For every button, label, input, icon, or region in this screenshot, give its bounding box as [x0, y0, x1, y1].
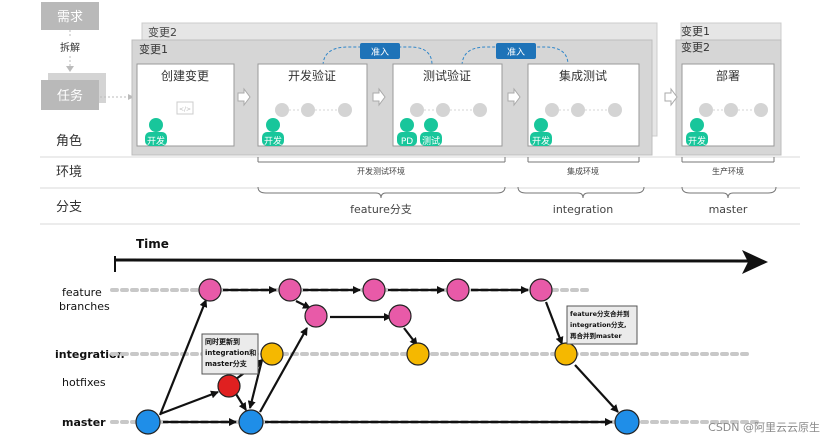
branch-master: master: [709, 203, 748, 216]
env-brackets: [257, 157, 775, 163]
time-arrow-icon: [742, 250, 768, 274]
commit-feature-2: [278, 278, 302, 302]
commit-feature-4: [446, 278, 470, 302]
commit-feature-5: [529, 278, 553, 302]
svg-text:feature分支合并到: feature分支合并到: [570, 309, 630, 318]
commit-master-2: [238, 409, 264, 435]
lane-label-feature: feature: [62, 286, 102, 299]
enter-tag-1: [360, 43, 400, 59]
stage-deploy-label: 部署: [716, 68, 740, 83]
stage-test-verify-label: 测试验证: [423, 68, 471, 83]
commit-feature-b2: [388, 304, 412, 328]
svg-text:再合并到master: 再合并到master: [570, 331, 623, 340]
stage-progress-dots: [275, 103, 768, 117]
enter-tag-2: [496, 43, 536, 59]
change1-label: 变更1: [139, 42, 168, 56]
commit-feature-b1: [304, 304, 328, 328]
stage-create-label: 创建变更: [161, 68, 209, 83]
lane-label-branches: branches: [59, 300, 110, 313]
svg-text:integration和: integration和: [205, 348, 256, 357]
watermark: CSDN @阿里云云原生: [708, 420, 820, 434]
time-label: Time: [136, 237, 169, 251]
time-axis: [114, 258, 751, 263]
svg-text:</>: </>: [179, 106, 191, 113]
row-label-role: 角色: [56, 133, 82, 149]
flow-arrows: [158, 286, 619, 426]
stage-integration-test-label: 集成测试: [559, 68, 607, 83]
lane-label-master: master: [62, 416, 106, 429]
commit-hotfix-1: [217, 374, 241, 398]
role-pd-figure: PD: [397, 118, 417, 147]
env-integration: 集成环境: [567, 166, 599, 176]
task-label: 任务: [57, 88, 83, 104]
commit-integration-3: [554, 342, 578, 366]
svg-text:开发: 开发: [532, 135, 550, 147]
env-dev-test: 开发测试环境: [357, 166, 405, 176]
svg-text:同时更新到: 同时更新到: [205, 337, 240, 346]
commit-master-3: [614, 409, 640, 435]
svg-text:integration分支,: integration分支,: [570, 320, 627, 329]
lane-label-integration: integration: [55, 348, 124, 361]
env-production: 生产环境: [712, 166, 744, 176]
role-dev-figure-1: 开发: [145, 118, 167, 147]
stage-arrows: [237, 87, 678, 107]
role-dev-figure-3: 开发: [530, 118, 552, 147]
commit-integration-1: [260, 342, 284, 366]
role-dev-figure-4: 开发: [686, 118, 708, 147]
right-change2-label: 变更2: [681, 40, 710, 54]
svg-text:开发: 开发: [688, 135, 706, 147]
commit-master-1: [135, 409, 161, 435]
commit-nodes: [135, 278, 640, 435]
split-label: 拆解: [60, 41, 80, 54]
commit-feature-3: [362, 278, 386, 302]
svg-text:测试: 测试: [422, 135, 440, 147]
right-change1-label: 变更1: [681, 24, 710, 38]
note-hotfix: 同时更新到 integration和 master分支: [201, 333, 259, 375]
row-label-branch: 分支: [56, 200, 82, 215]
task-box: [41, 80, 99, 110]
note-merge: feature分支合并到 integration分支, 再合并到master: [566, 305, 638, 345]
requirement-label: 需求: [57, 10, 83, 25]
stage-dev-verify-label: 开发验证: [288, 68, 336, 83]
branch-feature: feature分支: [350, 203, 412, 216]
change2-label: 变更2: [148, 25, 177, 39]
svg-text:准入: 准入: [371, 47, 389, 58]
svg-text:PD: PD: [401, 137, 413, 147]
requirement-box: [41, 2, 99, 30]
lane-label-hotfixes: hotfixes: [62, 376, 106, 389]
svg-text:master分支: master分支: [205, 359, 248, 368]
branch-braces: [257, 186, 777, 199]
role-dev-figure-2: 开发: [262, 118, 284, 147]
process-diagram: 需求 拆解 任务 变更2 变更1 变更1 变更2 准入 准入 创建变更 </> …: [40, 2, 800, 225]
row-label-env: 环境: [56, 165, 82, 180]
svg-text:开发: 开发: [264, 135, 282, 147]
commit-feature-1: [198, 278, 222, 302]
svg-text:准入: 准入: [507, 47, 525, 58]
commit-integration-2: [406, 342, 430, 366]
branch-integration: integration: [553, 203, 613, 216]
role-test-figure: 测试: [420, 118, 442, 147]
svg-text:开发: 开发: [147, 135, 165, 147]
